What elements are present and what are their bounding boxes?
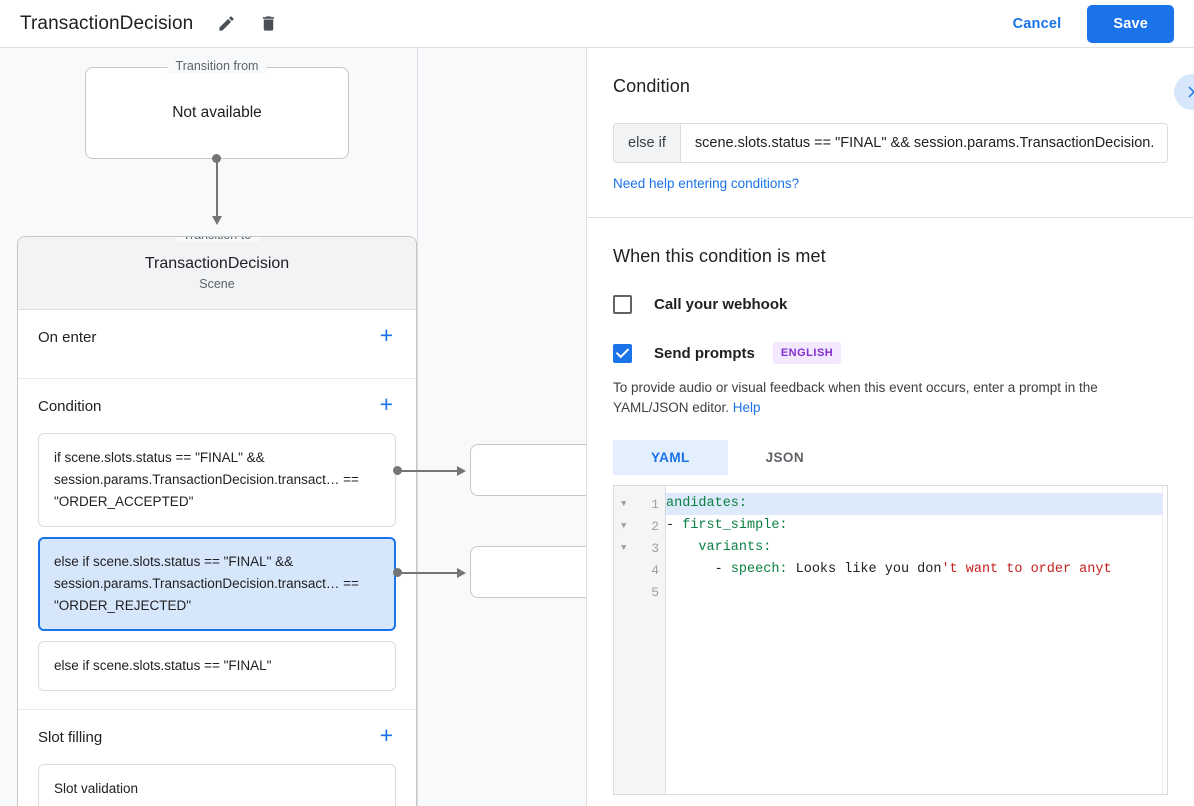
call-webhook-checkbox[interactable] (613, 295, 632, 314)
top-bar-actions: Cancel Save (997, 4, 1174, 43)
connector-line-condition-1 (397, 470, 458, 472)
pencil-icon[interactable] (211, 9, 241, 39)
condition-help-link[interactable]: Need help entering conditions? (613, 176, 800, 191)
condition-input-row[interactable]: else if (613, 123, 1168, 163)
section-on-enter: On enter + (18, 310, 416, 379)
section-slot-filling: Slot filling + Slot validation (18, 710, 416, 806)
fold-toggle-icon[interactable]: ▼ (621, 499, 627, 509)
call-webhook-label: Call your webhook (654, 296, 788, 313)
language-badge: ENGLISH (772, 342, 842, 364)
editor-line-number: ▼3 (621, 540, 659, 556)
editor-code-line[interactable]: - speech: Looks like you don't want to o… (666, 562, 1112, 577)
transition-to-legend: Transition to (174, 237, 260, 242)
add-slot-filling-button[interactable]: + (379, 722, 393, 748)
slot-validation-chip[interactable]: Slot validation (38, 764, 396, 806)
editor-line-number: ▼2 (621, 518, 659, 534)
condition-expression-input[interactable] (680, 124, 1167, 162)
editor-line-number: ▼1 (621, 496, 659, 512)
editor-code-line[interactable]: variants: (698, 540, 772, 555)
when-condition-met-section: When this condition is met Call your web… (587, 218, 1194, 795)
connector-arrow-down (212, 216, 222, 225)
editor-gutter: ▼1 ▼2 ▼3 4 5 (614, 486, 666, 794)
section-on-enter-header: On enter + (38, 310, 396, 364)
transition-from-legend: Transition from (167, 59, 267, 73)
editor-scrollbar[interactable] (1162, 486, 1167, 794)
transition-from-value: Not available (172, 104, 262, 121)
editor-code-area[interactable]: andidates: - first_simple: variants: - sp… (666, 486, 1167, 794)
fold-toggle-icon[interactable]: ▼ (621, 521, 627, 531)
yaml-editor[interactable]: ▼1 ▼2 ▼3 4 5 andidates: - first_simple: varia… (613, 485, 1168, 795)
send-prompts-checkbox[interactable] (613, 343, 632, 363)
section-on-enter-title: On enter (38, 328, 97, 346)
connector-arrow-condition-1 (457, 466, 466, 476)
top-app-bar: TransactionDecision Cancel Save (0, 0, 1194, 48)
prompt-help-text: To provide audio or visual feedback when… (613, 378, 1168, 418)
add-on-enter-button[interactable]: + (379, 322, 393, 348)
condition-prefix-label: else if (614, 124, 681, 162)
title-actions (211, 9, 283, 39)
add-condition-button[interactable]: + (379, 391, 393, 417)
cancel-button[interactable]: Cancel (997, 7, 1078, 41)
transition-to-node[interactable]: Transition to TransactionDecision Scene … (17, 236, 417, 806)
when-condition-met-heading: When this condition is met (613, 246, 826, 266)
condition-chip-final[interactable]: else if scene.slots.status == "FINAL" (38, 641, 396, 691)
tab-json[interactable]: JSON (765, 450, 804, 465)
editor-code-line[interactable]: andidates: (666, 493, 1167, 515)
transition-from-node[interactable]: Transition from Not available (85, 59, 349, 159)
section-condition-header: Condition + (38, 379, 396, 433)
target-node-rejected[interactable] (470, 546, 586, 598)
save-button[interactable]: Save (1087, 4, 1174, 43)
condition-chip-accepted[interactable]: if scene.slots.status == "FINAL" && sess… (38, 433, 396, 527)
editor-line-number: 5 (651, 584, 659, 600)
transition-to-title: TransactionDecision (144, 255, 290, 272)
tab-yaml[interactable]: YAML (613, 440, 728, 475)
call-webhook-row[interactable]: Call your webhook (613, 295, 1168, 314)
send-prompts-label: Send prompts (654, 344, 755, 362)
section-condition: Condition + if scene.slots.status == "FI… (18, 379, 416, 710)
editor-line-number: 4 (651, 562, 659, 578)
fold-toggle-icon[interactable]: ▼ (621, 543, 627, 553)
connector-line-vertical (216, 158, 218, 216)
canvas-vertical-divider (417, 48, 418, 806)
section-slot-filling-title: Slot filling (38, 728, 103, 746)
condition-section: Condition else if Need help entering con… (587, 48, 1194, 218)
connector-line-condition-2 (397, 572, 458, 574)
condition-chip-rejected[interactable]: else if scene.slots.status == "FINAL" &&… (38, 537, 396, 631)
editor-code-line[interactable]: - first_simple: (666, 518, 788, 533)
chevron-right-icon[interactable] (1174, 74, 1194, 110)
page-title: TransactionDecision (20, 12, 194, 34)
section-condition-title: Condition (38, 397, 102, 415)
prompt-help-link[interactable]: Help (732, 400, 761, 415)
condition-heading: Condition (613, 76, 690, 96)
transition-to-header: TransactionDecision Scene (18, 237, 416, 310)
prompt-help-sentence: To provide audio or visual feedback when… (613, 380, 1098, 415)
condition-detail-panel: Condition else if Need help entering con… (586, 48, 1194, 806)
section-slot-filling-header: Slot filling + (38, 710, 396, 764)
editor-format-tabs: YAML JSON (613, 440, 1168, 475)
transition-to-subtitle: Scene (199, 277, 235, 291)
editor-code-line[interactable] (666, 581, 1167, 603)
send-prompts-row[interactable]: Send prompts ENGLISH (613, 342, 1168, 364)
connector-arrow-condition-2 (457, 568, 466, 578)
trash-icon[interactable] (253, 9, 283, 39)
target-node-accepted[interactable] (470, 444, 586, 496)
scene-graph-canvas[interactable]: Transition from Not available Transition… (0, 48, 586, 806)
